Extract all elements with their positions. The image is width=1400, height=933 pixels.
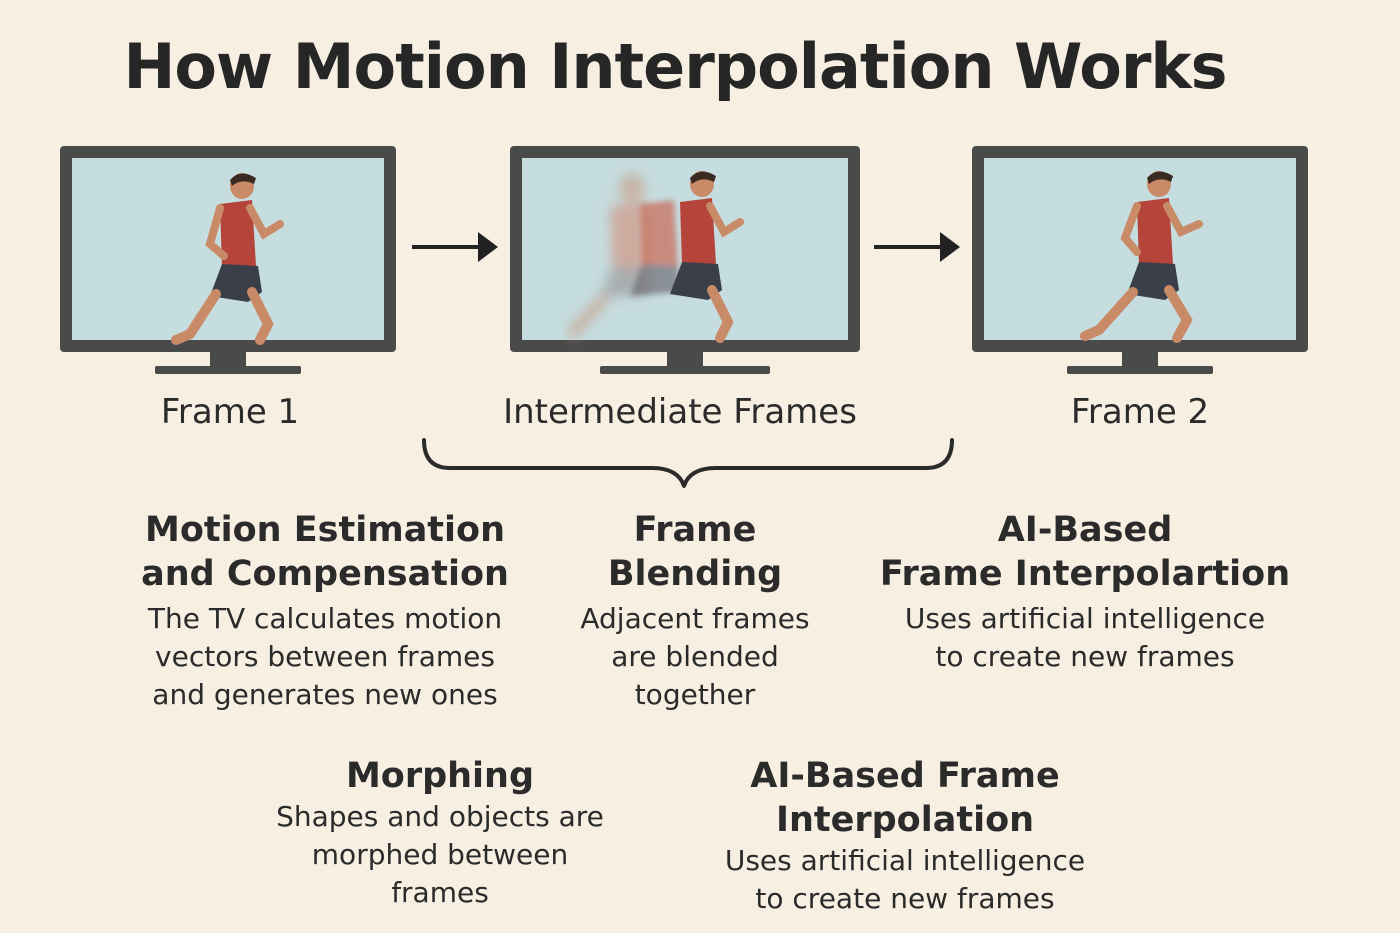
method-title: Morphing [345, 756, 535, 796]
curly-brace [422, 438, 954, 488]
method-description: Shapes and objects are morphed between f… [276, 800, 604, 909]
method-description: Uses artificial intelligence to create n… [904, 602, 1266, 673]
runner-icon [1080, 171, 1203, 343]
tv-frame-2 [972, 146, 1308, 376]
method-title: Frame Blending [607, 510, 783, 594]
page-title: How Motion Interpolation Works [123, 30, 1227, 103]
arrow-right-icon [874, 232, 960, 262]
tv-frame-2-illustration [972, 146, 1308, 374]
arrow-right-icon [412, 232, 498, 262]
tv-intermediate-illustration [510, 146, 860, 374]
method-title: AI-Based Frame Interpolation [750, 756, 1060, 840]
method-ai-frame-interpolation: AI-Based Frame Interpolation Uses artifi… [690, 754, 1120, 918]
tv-frame-1-illustration [60, 146, 396, 374]
method-description: Uses artificial intelligence to create n… [724, 844, 1086, 915]
method-frame-blending: Frame Blending Adjacent frames are blend… [550, 508, 840, 714]
frame-1-label: Frame 1 [160, 392, 300, 432]
intermediate-frames-label: Intermediate Frames [503, 392, 857, 432]
method-title: AI-Based Frame Interpolartion [879, 510, 1291, 594]
method-title: Motion Estimation and Compensation [141, 510, 509, 594]
method-morphing: Morphing Shapes and objects are morphed … [250, 754, 630, 912]
method-ai-frame-interpolartion: AI-Based Frame Interpolartion Uses artif… [860, 508, 1310, 676]
frame-2-label: Frame 2 [1070, 392, 1210, 432]
tv-intermediate-frames [510, 146, 860, 376]
runner-icon [670, 171, 744, 343]
runner-icon [171, 173, 284, 345]
tv-frame-1 [60, 146, 396, 376]
method-motion-estimation: Motion Estimation and Compensation The T… [120, 508, 530, 714]
method-description: Adjacent frames are blended together [580, 602, 810, 711]
method-description: The TV calculates motion vectors between… [147, 602, 503, 711]
